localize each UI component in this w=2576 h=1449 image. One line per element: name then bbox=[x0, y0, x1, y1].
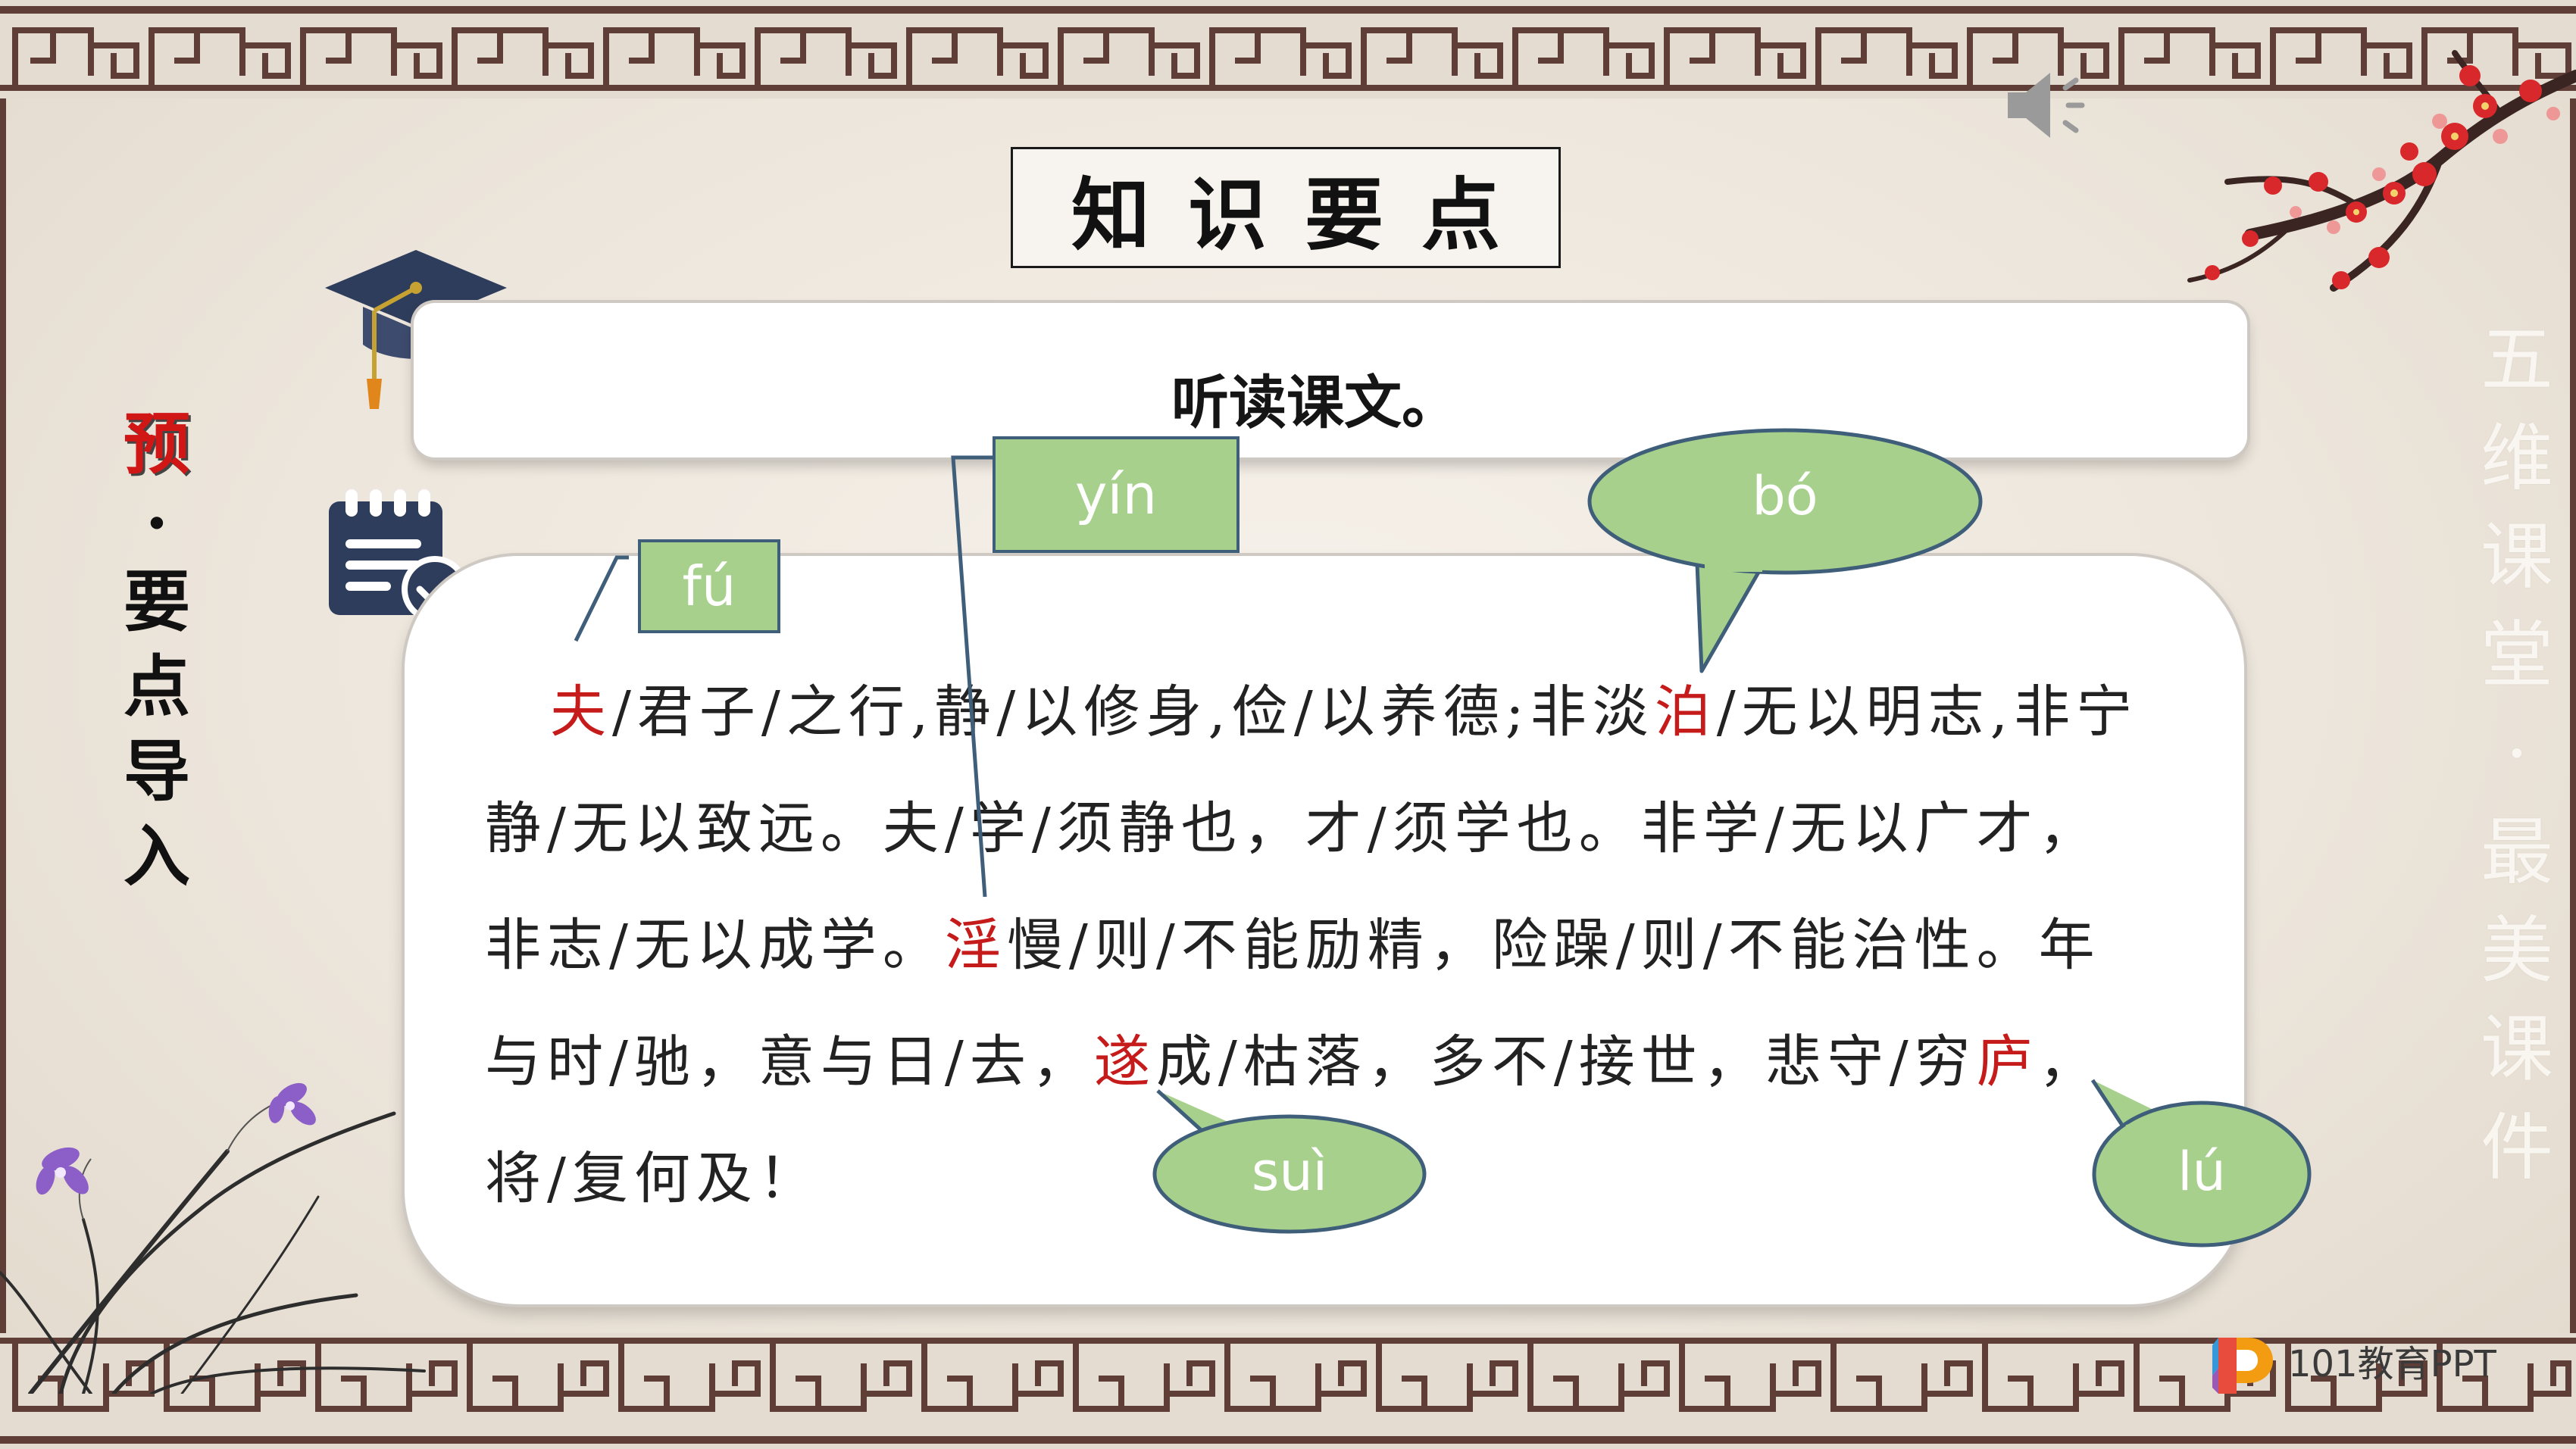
annotation-yin-text: yín bbox=[1074, 463, 1158, 526]
passage-line: 与时/驰，意与日/去，遂成/枯落，多不/接世，悲守/穷庐， bbox=[485, 1016, 2101, 1098]
passage-segment: 慢/则/不能励精，险躁/则/不能治性。年 bbox=[1006, 913, 2101, 978]
watermark-char: 课 bbox=[2481, 1007, 2553, 1091]
side-label-char: 导 bbox=[123, 732, 190, 810]
passage-segment: 成/枯落，多不/接世，悲守/穷 bbox=[1155, 1029, 1977, 1095]
watermark-char: 堂 bbox=[2481, 613, 2553, 698]
annotation-sui: suì bbox=[1251, 1141, 1328, 1203]
instruction-text: 听读课文。 bbox=[1171, 369, 1459, 436]
highlighted-char: 泊 bbox=[1654, 679, 1717, 745]
annotation-fu-text: fú bbox=[682, 554, 736, 618]
right-frame-line bbox=[2570, 98, 2576, 1333]
side-label-char: 预 bbox=[123, 404, 190, 483]
passage-segment: ， bbox=[2038, 1029, 2101, 1095]
plum-blossom-branch bbox=[2187, 50, 2576, 292]
title-box: 知识要点 bbox=[1011, 147, 1561, 268]
speaker-icon[interactable] bbox=[2000, 64, 2099, 147]
passage-segment: 与时/驰，意与日/去， bbox=[485, 1029, 1094, 1095]
annotation-bo: bó bbox=[1752, 465, 1818, 527]
side-label-char: 点 bbox=[123, 647, 190, 726]
watermark-char: 美 bbox=[2481, 908, 2553, 993]
watermark-char: 件 bbox=[2481, 1105, 2553, 1190]
side-label-char: · bbox=[145, 483, 169, 562]
passage-segment: 非志/无以成学。 bbox=[485, 913, 945, 978]
bottom-lattice-border bbox=[0, 1333, 2576, 1449]
passage-segment: /无以明志,非宁 bbox=[1716, 679, 2139, 745]
orchid-decoration bbox=[0, 1082, 426, 1394]
left-frame-line bbox=[0, 98, 6, 1333]
brand-logo: 101教育PPT bbox=[2205, 1323, 2496, 1398]
watermark-char: · bbox=[2505, 711, 2529, 796]
passage-segment: /君子/之行,静/以修身,俭/以养德;非淡 bbox=[612, 679, 1655, 745]
watermark-char: 课 bbox=[2481, 514, 2553, 599]
watermark-char: 最 bbox=[2481, 810, 2553, 895]
logo-text: 101教育PPT bbox=[2288, 1343, 2496, 1385]
watermark-text: 五 维 课 堂 · 最 美 课 件 bbox=[2471, 311, 2562, 1197]
instruction-banner bbox=[414, 303, 2247, 457]
highlighted-char: 淫 bbox=[944, 913, 1007, 978]
highlighted-char: 庐 bbox=[1976, 1029, 2039, 1095]
passage-line: 非志/无以成学。淫慢/则/不能励精，险躁/则/不能治性。年 bbox=[485, 900, 2101, 981]
passage-line: 将/复何及！ bbox=[485, 1133, 821, 1214]
passage-line: 夫/君子/之行,静/以修身,俭/以养德;非淡泊/无以明志,非宁 bbox=[550, 667, 2138, 748]
passage-line: 静/无以致远。夫/学/须静也，才/须学也。非学/无以广才， bbox=[485, 783, 2101, 864]
annotation-fu: fú bbox=[638, 539, 780, 633]
watermark-char: 维 bbox=[2481, 416, 2553, 501]
annotation-lu: lú bbox=[2177, 1141, 2226, 1203]
highlighted-char: 夫 bbox=[550, 679, 612, 745]
highlighted-char: 遂 bbox=[1093, 1029, 1156, 1095]
slide-title: 知识要点 bbox=[1071, 167, 1538, 261]
side-label-char: 入 bbox=[123, 817, 190, 895]
watermark-char: 五 bbox=[2481, 317, 2553, 402]
annotation-yin: yín bbox=[993, 436, 1240, 553]
passage-segment: 静/无以致远。夫/学/须静也，才/须学也。非学/无以广才， bbox=[485, 796, 2101, 861]
side-section-label: 预 · 要 点 导 入 bbox=[115, 401, 199, 898]
passage-segment: 将/复何及！ bbox=[485, 1146, 821, 1211]
logo-mark-icon bbox=[2212, 1338, 2273, 1394]
top-lattice-border bbox=[0, 0, 2576, 98]
side-label-char: 要 bbox=[123, 562, 190, 641]
